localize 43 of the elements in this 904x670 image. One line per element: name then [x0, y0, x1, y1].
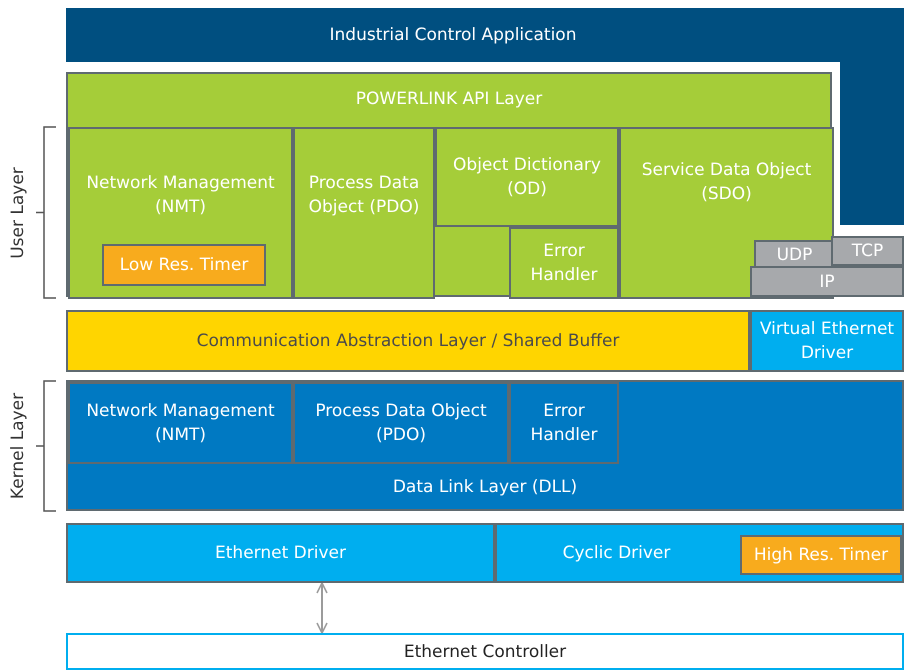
box-label: Low Res. Timer [120, 254, 248, 277]
driver-box [66, 523, 495, 583]
kernel-layer-block [66, 380, 904, 511]
protocol-box [750, 266, 904, 297]
timer-box [740, 535, 902, 575]
driver-box [750, 310, 904, 372]
box-label: Service Data Object (SDO) [640, 159, 812, 206]
timer-box [102, 244, 266, 286]
layer-band [66, 310, 750, 372]
box-label: TCP [852, 240, 884, 263]
box-label: POWERLINK API Layer [356, 88, 542, 110]
box-label: Object Dictionary (OD) [452, 154, 602, 201]
box-label: Network Management (NMT) [85, 172, 276, 219]
layer-label: User Layer [7, 166, 29, 258]
module-box [68, 127, 293, 299]
module-box [509, 227, 619, 299]
box-label: IP [819, 270, 835, 294]
protocol-box [831, 236, 904, 266]
module-box [619, 127, 834, 299]
box-label: Error Handler [530, 400, 598, 447]
module-box [293, 382, 509, 464]
module-box [509, 382, 619, 464]
module-box [435, 127, 619, 227]
box-label: Cyclic Driver [562, 542, 670, 565]
box-label: UDP [776, 244, 812, 267]
driver-box [495, 523, 904, 583]
box-label: Ethernet Driver [215, 542, 346, 565]
box-label: Industrial Control Application [330, 24, 576, 47]
module-box [293, 127, 435, 299]
box-label: Process Data Object (PDO) [314, 400, 488, 447]
module-box [68, 382, 293, 464]
box-label: Data Link Layer (DLL) [392, 476, 578, 498]
layer-label: Kernel Layer [7, 392, 29, 500]
api-layer-block [66, 72, 832, 297]
box-label: Process Data Object (PDO) [308, 172, 420, 219]
box-label: Communication Abstraction Layer / Shared Buffer [196, 330, 620, 353]
controller-box [66, 633, 904, 670]
box-label: Virtual Ethernet Driver [758, 318, 896, 365]
box-label: Ethernet Controller [404, 640, 566, 664]
double-arrow [316, 582, 328, 634]
box-label: Error Handler [530, 240, 598, 287]
box-label: Network Management (NMT) [85, 400, 276, 447]
box-label: High Res. Timer [754, 544, 888, 567]
